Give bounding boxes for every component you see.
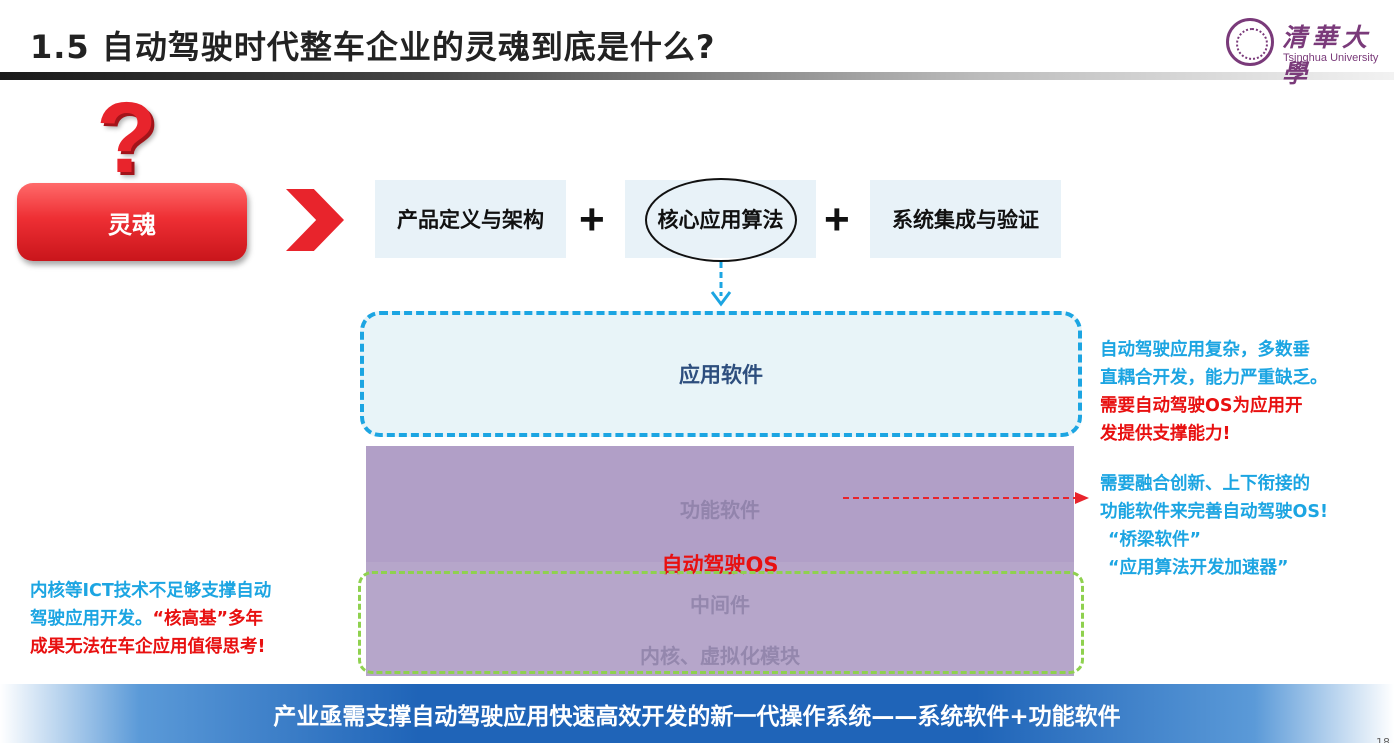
note-line: 发提供支撑能力! bbox=[1100, 424, 1231, 444]
middleware-kernel-box bbox=[358, 571, 1084, 674]
middleware-label: 中间件 bbox=[690, 593, 750, 617]
plus-icon: + bbox=[824, 195, 850, 244]
note-line: 成果无法在车企应用值得思考! bbox=[30, 637, 266, 657]
function-software-label: 功能软件 bbox=[680, 498, 760, 522]
conclusion-banner: 产业亟需支撑自动驾驶应用快速高效开发的新一代操作系统——系统软件+功能软件 bbox=[0, 684, 1394, 743]
note-line: “桥梁软件” bbox=[1108, 530, 1202, 550]
product-definition-box: 产品定义与架构 bbox=[375, 180, 566, 258]
tsinghua-logo: 清華大學 Tsinghua University bbox=[1226, 18, 1381, 88]
note-line: “应用算法开发加速器” bbox=[1108, 558, 1289, 578]
page-number: 18 bbox=[1376, 736, 1390, 743]
note-line: 功能软件来完善自动驾驶OS! bbox=[1100, 502, 1328, 522]
system-integration-box: 系统集成与验证 bbox=[870, 180, 1061, 258]
note-line: 需要融合创新、上下衔接的 bbox=[1100, 474, 1310, 494]
logo-name-cn: 清華大學 bbox=[1282, 23, 1373, 88]
note-line: 内核等ICT技术不足够支撑自动 bbox=[30, 581, 272, 601]
down-arrow-icon bbox=[710, 262, 732, 307]
note-line: 需要自动驾驶OS为应用开 bbox=[1100, 396, 1303, 416]
note-line: 自动驾驶应用复杂，多数垂 bbox=[1100, 340, 1310, 360]
right-arrow-icon bbox=[843, 492, 1089, 504]
note-text: 驾驶应用开发。 bbox=[30, 609, 153, 629]
application-software-box: 应用软件 bbox=[360, 311, 1082, 437]
function-software-note: 需要融合创新、上下衔接的 功能软件来完善自动驾驶OS! “桥梁软件” “应用算法… bbox=[1100, 470, 1328, 582]
logo-name-en: Tsinghua University bbox=[1283, 52, 1379, 64]
plus-icon: + bbox=[579, 195, 605, 244]
page-title: 1.5 自动驾驶时代整车企业的灵魂到底是什么? bbox=[30, 28, 716, 66]
highlight-ellipse bbox=[645, 178, 797, 262]
note-line: 驾驶应用开发。“核高基”多年 bbox=[30, 605, 271, 633]
chevron-right-icon bbox=[286, 189, 344, 251]
kernel-ict-note: 内核等ICT技术不足够支撑自动 驾驶应用开发。“核高基”多年 成果无法在车企应用… bbox=[30, 577, 271, 661]
question-mark-icon: ? bbox=[96, 82, 158, 194]
app-complexity-note: 自动驾驶应用复杂，多数垂 直耦合开发，能力严重缺乏。 需要自动驾驶OS为应用开 … bbox=[1100, 336, 1328, 448]
os-block bbox=[366, 446, 1074, 676]
note-line: 直耦合开发，能力严重缺乏。 bbox=[1100, 368, 1328, 388]
soul-label: 灵魂 bbox=[17, 183, 247, 261]
os-lower-layer bbox=[366, 562, 1074, 676]
title-divider bbox=[0, 72, 1394, 80]
kernel-label: 内核、虚拟化模块 bbox=[640, 644, 800, 668]
note-text: “核高基”多年 bbox=[152, 609, 264, 629]
seal-icon bbox=[1226, 18, 1274, 66]
